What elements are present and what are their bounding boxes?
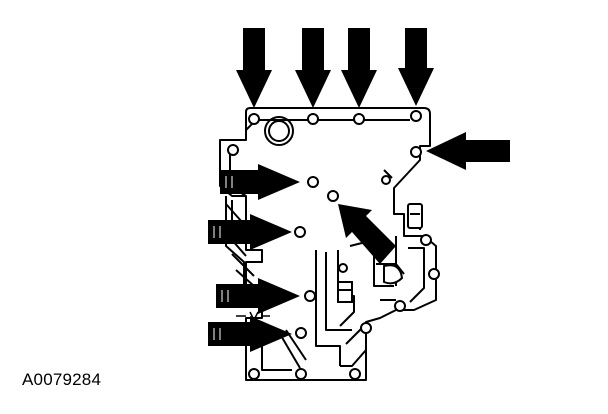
arrow-down-2 [295,28,331,108]
bolt-mid-4 [304,290,316,302]
arrow-down-4 [398,28,434,106]
bolt-reg-4 [394,300,406,312]
bolt-top-4 [410,110,422,122]
bolt-left-upper [227,144,239,156]
arrow-down-1 [236,28,272,108]
bolt-bottom-1 [248,368,260,380]
bolt-small-right [381,175,391,185]
accumulator-port [264,116,294,146]
pressure-regulator [337,203,423,303]
bolt-mid-1 [307,176,319,188]
figure-id-label: A0079284 [22,370,102,389]
arrow-right-1 [220,164,300,200]
arrow-hatching [213,176,233,340]
arrow-right-2 [208,214,292,250]
bolt-top-2 [307,113,319,125]
arrow-right-4 [208,316,292,352]
arrow-down-3 [341,28,377,108]
arrow-diagonal [338,204,396,264]
bolt-reg-2 [420,234,432,246]
arrow-right-3 [216,278,300,314]
callout-arrows [208,28,510,352]
bolt-reg-3 [428,268,440,280]
bolt-top-1 [248,113,260,125]
bolt-bottom-2 [295,368,307,380]
bolt-mid-2 [327,190,339,202]
bolt-right-upper [410,146,422,158]
bolt-bottom-3 [349,368,361,380]
bolt-mid-3 [294,226,306,238]
bolt-reg-1 [338,263,348,273]
bolt-mid-5 [295,327,307,339]
bolt-reg-5 [360,322,372,334]
bolt-top-3 [353,113,365,125]
bolt-set [227,110,440,380]
arrow-left-right-side [426,132,510,170]
